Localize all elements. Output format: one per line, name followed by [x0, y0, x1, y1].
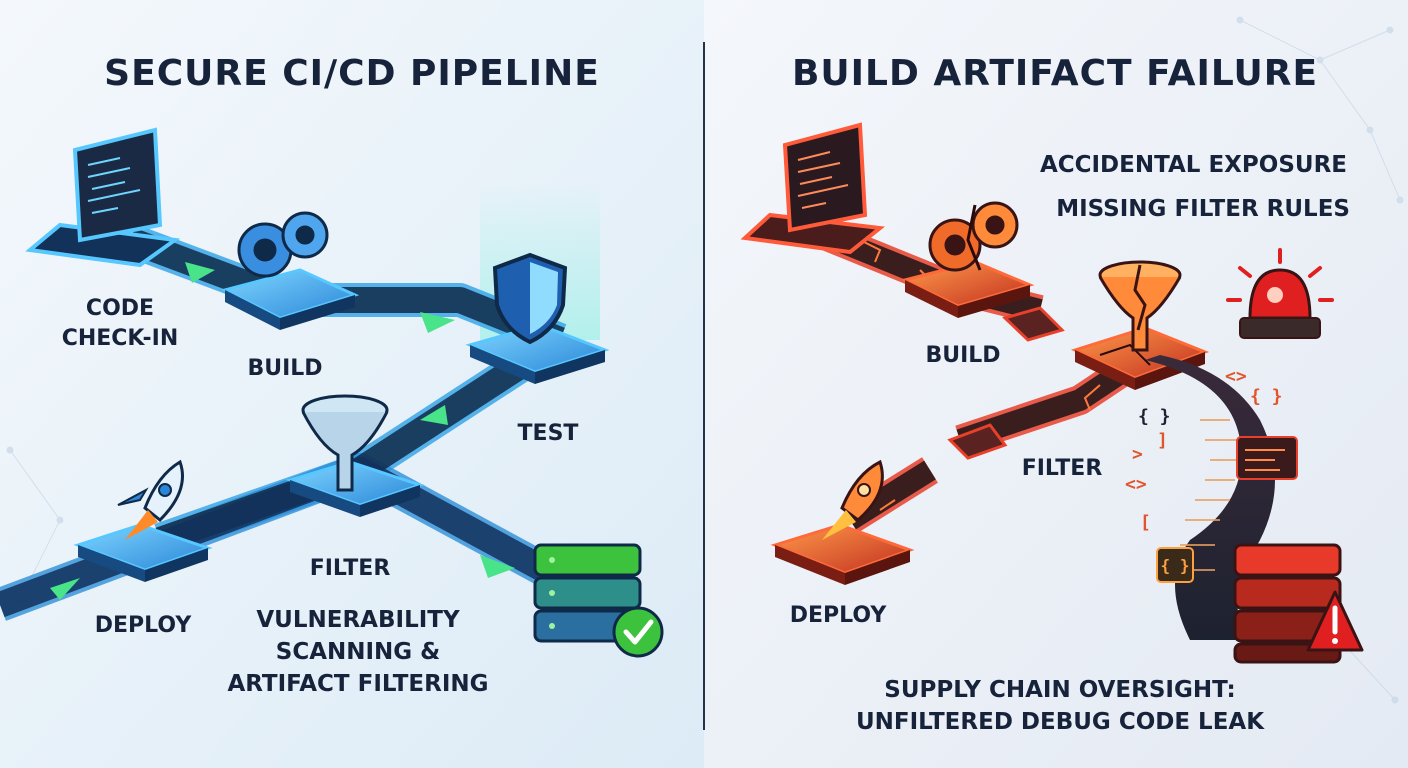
shield-icon: [492, 252, 568, 345]
code-glyph-4: { }: [1138, 406, 1171, 427]
failure-stage-label-build: BUILD: [925, 343, 1000, 368]
test-platform: [465, 323, 610, 384]
failure-stage-label-deploy: DEPLOY: [790, 603, 888, 628]
failure-stage-label-filter: FILTER: [1022, 456, 1103, 481]
stage-label-test: TEST: [518, 421, 579, 446]
left-caption-line-2: SCANNING &: [276, 639, 441, 665]
right-caption-line-1: SUPPLY CHAIN OVERSIGHT:: [884, 677, 1235, 703]
stage-label-build: BUILD: [247, 356, 322, 381]
deploy-platform-failure: [770, 523, 915, 585]
rocket-icon: [117, 459, 184, 540]
check-icon: [612, 606, 664, 658]
build-platform: [220, 268, 360, 330]
deploy-platform: [73, 523, 213, 582]
filter-platform-failure: [1070, 326, 1210, 390]
stage-label-deploy: DEPLOY: [95, 613, 193, 638]
braces-box-icon: { }: [1156, 547, 1194, 583]
rocket-icon-failure: [822, 459, 884, 540]
left-title: SECURE CI/CD PIPELINE: [104, 53, 600, 94]
alert-missing-filter-rules: MISSING FILTER RULES: [1056, 196, 1350, 222]
broken-funnel-icon: [1098, 260, 1182, 352]
code-glyph-3: <>: [1125, 474, 1147, 495]
broken-gear-icon: [928, 201, 1019, 272]
left-caption-line-1: VULNERABILITY: [256, 607, 460, 633]
left-caption-line-3: ARTIFACT FILTERING: [227, 671, 488, 697]
code-glyphs: <> { } <> { } [ ] >: [1125, 366, 1283, 533]
right-caption-line-2: UNFILTERED DEBUG CODE LEAK: [856, 709, 1265, 735]
alarm-siren-icon: [1226, 248, 1334, 339]
code-glyph-5: [: [1140, 512, 1151, 533]
laptop-icon-failure: [740, 122, 885, 255]
laptop-icon: [25, 127, 181, 268]
filter-platform: [285, 460, 425, 517]
code-glyph-6: ]: [1157, 430, 1168, 451]
gear-icon: [237, 211, 329, 278]
stage-label-checkin: CHECK-IN: [62, 326, 179, 351]
funnel-icon: [301, 394, 389, 492]
stage-label-filter: FILTER: [310, 556, 391, 581]
code-glyph-1: <>: [1225, 366, 1247, 387]
right-title: BUILD ARTIFACT FAILURE: [792, 53, 1318, 94]
code-snippet-panel: [1236, 436, 1298, 480]
warning-icon: [1306, 590, 1364, 652]
svg-text:{ }: { }: [1161, 556, 1190, 575]
flow-arrows: [50, 262, 515, 600]
server-icon-failure: [1233, 543, 1342, 664]
stage-label-code: CODE: [86, 296, 154, 321]
code-glyph-2: { }: [1250, 386, 1283, 407]
alert-accidental-exposure: ACCIDENTAL EXPOSURE: [1040, 152, 1347, 178]
code-glyph-7: >: [1132, 444, 1143, 465]
